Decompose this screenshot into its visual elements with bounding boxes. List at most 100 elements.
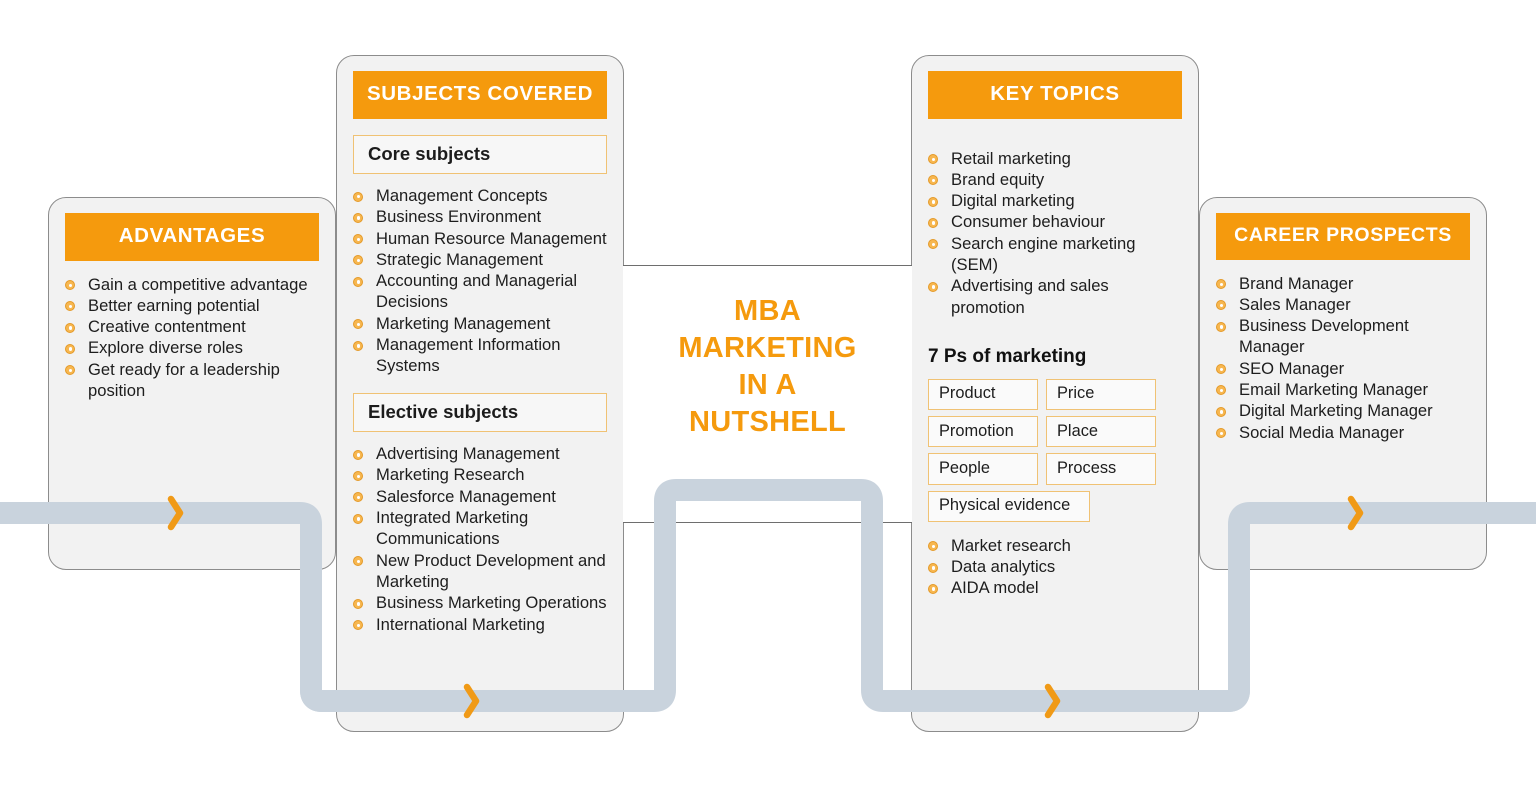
list-item: Business Marketing Operations: [353, 592, 607, 613]
target-dot-icon: [65, 322, 75, 333]
target-dot-icon: [928, 154, 938, 164]
target-dot-icon: [353, 470, 363, 481]
target-dot-icon: [1216, 428, 1226, 439]
page-title: MBA MARKETING IN A NUTSHELL: [623, 293, 912, 441]
list-item-label: Sales Manager: [1239, 294, 1351, 314]
list-item-label: Consumer behaviour: [951, 212, 1106, 232]
list-item-label: Explore diverse roles: [88, 338, 243, 358]
list-item: Human Resource Management: [353, 228, 607, 249]
target-dot-icon: [353, 556, 363, 567]
ps-box-people[interactable]: People: [928, 453, 1038, 485]
list-item-label: Better earning potential: [88, 295, 260, 315]
list-item-label: SEO Manager: [1239, 358, 1345, 378]
target-dot-icon: [1216, 300, 1226, 311]
list-item-label: Data analytics: [951, 557, 1056, 577]
target-dot-icon: [353, 319, 363, 330]
list-item: Accounting and Managerial Decisions: [353, 270, 607, 313]
list-item: Social Media Manager: [1216, 422, 1470, 443]
target-dot-icon: [1216, 385, 1226, 396]
ps-box-process[interactable]: Process: [1046, 453, 1156, 485]
target-dot-icon: [928, 281, 938, 292]
card-career-prospects[interactable]: CAREER PROSPECTS Brand Manager Sales Man…: [1199, 197, 1487, 570]
list-item: Digital Marketing Manager: [1216, 400, 1470, 421]
list-item: Brand Manager: [1216, 273, 1470, 294]
list-item: Management Concepts: [353, 185, 607, 206]
target-dot-icon: [65, 280, 75, 290]
list-item-label: New Product Development and Marketing: [376, 550, 606, 591]
card-subjects-covered[interactable]: SUBJECTS COVERED Core subjects Managemen…: [336, 55, 624, 732]
list-item: Explore diverse roles: [65, 337, 319, 358]
target-dot-icon: [928, 239, 938, 250]
ps-box-physical-evidence[interactable]: Physical evidence: [928, 490, 1090, 522]
list-item-label: Advertising and sales promotion: [951, 276, 1109, 317]
list-item-label: Accounting and Managerial Decisions: [376, 271, 578, 312]
target-dot-icon: [928, 175, 938, 186]
list-item: Creative contentment: [65, 316, 319, 337]
ps-box-price[interactable]: Price: [1046, 378, 1156, 411]
list-item: New Product Development and Marketing: [353, 550, 607, 593]
center-gap-bottom: [624, 522, 911, 732]
list-item-label: Search engine marketing (SEM): [951, 233, 1136, 274]
target-dot-icon: [928, 583, 938, 594]
target-dot-icon: [65, 343, 75, 354]
card-career-header: CAREER PROSPECTS: [1216, 213, 1470, 260]
card-key-topics-header: KEY TOPICS: [928, 71, 1182, 119]
ps-box-place[interactable]: Place: [1046, 416, 1156, 448]
target-dot-icon: [353, 276, 363, 287]
list-item: Search engine marketing (SEM): [928, 233, 1182, 276]
key-topics-list: Retail marketing Brand equity Digital ma…: [928, 148, 1182, 318]
target-dot-icon: [65, 365, 75, 376]
center-gap-top: [624, 56, 911, 266]
card-key-topics[interactable]: KEY TOPICS Retail marketing Brand equity…: [911, 55, 1199, 732]
list-item-label: Business Marketing Operations: [376, 593, 607, 613]
list-item: Gain a competitive advantage: [65, 274, 319, 295]
list-item: Strategic Management: [353, 249, 607, 270]
page-title-line-1: MBA: [734, 295, 801, 327]
list-item: Data analytics: [928, 556, 1182, 577]
list-item-label: Social Media Manager: [1239, 422, 1405, 442]
list-item: Advertising Management: [353, 443, 607, 464]
target-dot-icon: [353, 212, 363, 223]
core-subjects-label: Core subjects: [353, 134, 607, 174]
list-item-label: Strategic Management: [376, 249, 543, 269]
list-item-label: Business Environment: [376, 207, 542, 227]
list-item-label: AIDA model: [951, 578, 1039, 598]
list-item: Brand equity: [928, 169, 1182, 190]
seven-ps-grid: Product Price Promotion Place People Pro…: [928, 378, 1182, 522]
list-item-label: Marketing Research: [376, 465, 525, 485]
card-subjects-header: SUBJECTS COVERED: [353, 71, 607, 119]
key-topics-extra-list: Market research Data analytics AIDA mode…: [928, 535, 1182, 599]
elective-subjects-label: Elective subjects: [353, 392, 607, 433]
list-item: Retail marketing: [928, 148, 1182, 169]
target-dot-icon: [928, 562, 938, 573]
page-title-line-3: IN A: [738, 369, 797, 401]
target-dot-icon: [1216, 406, 1226, 417]
ps-box-product[interactable]: Product: [928, 378, 1038, 411]
target-dot-icon: [353, 340, 363, 351]
list-item-label: Human Resource Management: [376, 228, 607, 248]
ps-box-promotion[interactable]: Promotion: [928, 416, 1038, 448]
list-item: Email Marketing Manager: [1216, 379, 1470, 400]
target-dot-icon: [1216, 321, 1226, 332]
list-item: Consumer behaviour: [928, 211, 1182, 232]
list-item: Marketing Research: [353, 464, 607, 485]
target-dot-icon: [353, 191, 363, 202]
list-item-label: Digital Marketing Manager: [1239, 401, 1433, 421]
list-item-label: Marketing Management: [376, 313, 551, 333]
target-dot-icon: [1216, 364, 1226, 375]
list-item-label: Email Marketing Manager: [1239, 379, 1429, 399]
elective-subjects-list: Advertising Management Marketing Researc…: [353, 443, 607, 635]
list-item: Sales Manager: [1216, 294, 1470, 315]
list-item-label: Salesforce Management: [376, 486, 556, 506]
list-item-label: Market research: [951, 535, 1071, 555]
target-dot-icon: [1216, 279, 1226, 289]
list-item: SEO Manager: [1216, 358, 1470, 379]
page-title-line-2: MARKETING: [678, 332, 857, 364]
list-item-label: Integrated Marketing Communications: [376, 508, 529, 549]
list-item: Get ready for a leadership position: [65, 359, 319, 402]
target-dot-icon: [928, 541, 938, 552]
advantages-list: Gain a competitive advantage Better earn…: [65, 274, 319, 402]
list-item: Salesforce Management: [353, 486, 607, 507]
card-advantages[interactable]: ADVANTAGES Gain a competitive advantage …: [48, 197, 336, 570]
